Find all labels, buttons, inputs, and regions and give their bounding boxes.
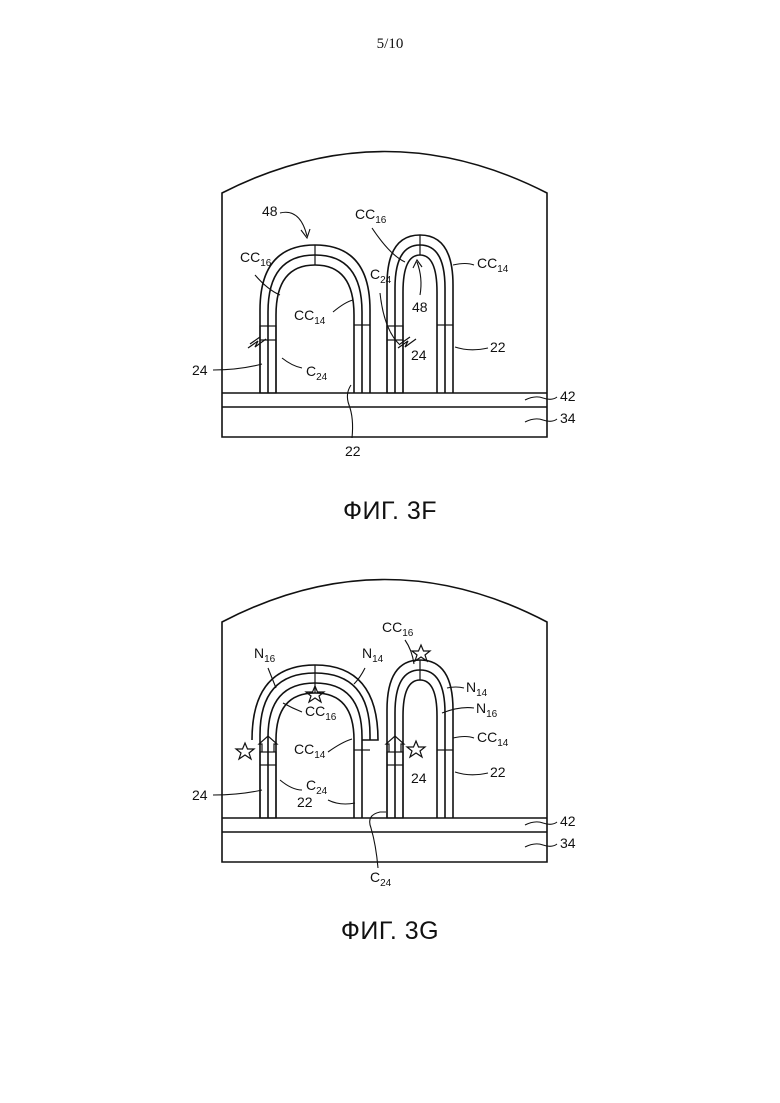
label-cc14-left: CC14 [294,307,326,327]
label-42: 42 [560,813,576,829]
label-42: 42 [560,388,576,404]
leader-cc14-right [453,264,474,266]
label-cc16-left: CC16 [240,249,272,269]
leader-cc14-right [453,737,474,739]
leader-n16-right [442,708,474,713]
caption-fig-3f: ФИГ. 3F [0,497,780,526]
leader-22-right [455,772,488,775]
leader-c24-right [380,293,400,345]
caption-fig-3g: ФИГ. 3G [0,917,780,946]
label-n16-right: N16 [476,700,498,720]
leader-34 [525,419,557,422]
leader-24-left [213,364,262,370]
leader-24-left [213,790,262,795]
leader-22-left [328,800,355,804]
label-cc14-right: CC14 [477,729,509,749]
label-c24-left: C24 [306,363,328,383]
leader-c24-bottom [370,812,386,868]
label-cc16-left: CC16 [305,703,337,723]
label-22-left: 22 [297,794,313,810]
label-cc16-right: CC16 [355,206,387,226]
label-22-right: 22 [490,339,506,355]
label-n14-right: N14 [466,679,488,699]
label-n16-left: N16 [254,645,276,665]
leader-c24-left [280,780,302,790]
leader-c24-left [282,358,302,368]
label-n14-left: N14 [362,645,384,665]
star-icon-right-top [412,645,430,661]
label-24-right: 24 [411,770,427,786]
label-cc16-right: CC16 [382,619,414,639]
label-34: 34 [560,835,576,851]
leader-n14-right [447,687,464,688]
leader-cc14-left [333,300,353,312]
label-22-bottom: 22 [345,443,361,459]
leader-cc16-left [283,703,302,712]
label-c24-bottom: C24 [370,869,392,889]
label-48-left: 48 [262,203,278,219]
label-24-left: 24 [192,362,208,378]
star-icon-left-outside [236,743,254,759]
leader-n16-left [268,668,276,688]
figure-3g: N16 N14 CC16 CC14 24 C24 22 C24 CC16 N14… [0,570,780,930]
leader-48-right [417,262,421,295]
label-48-right: 48 [412,299,428,315]
label-cc14-left: CC14 [294,741,326,761]
leader-34 [525,844,557,847]
figure-3f: 48 CC16 CC14 24 C24 22 CC16 CC14 C24 48 … [0,0,780,480]
label-cc14-right: CC14 [477,255,509,275]
label-24-right: 24 [411,347,427,363]
star-icon-right-side [407,741,425,757]
chamber-outline [222,152,547,438]
label-22-right: 22 [490,764,506,780]
label-24-left: 24 [192,787,208,803]
right-arch-outer [387,660,453,818]
right-arch-inner [403,680,437,818]
leader-22-right [455,347,488,350]
leader-cc16-left [255,275,280,295]
right-arch-structure [386,645,453,818]
leader-cc14-left [328,739,352,752]
label-34: 34 [560,410,576,426]
leader-42 [525,822,557,825]
leader-42 [525,397,557,400]
